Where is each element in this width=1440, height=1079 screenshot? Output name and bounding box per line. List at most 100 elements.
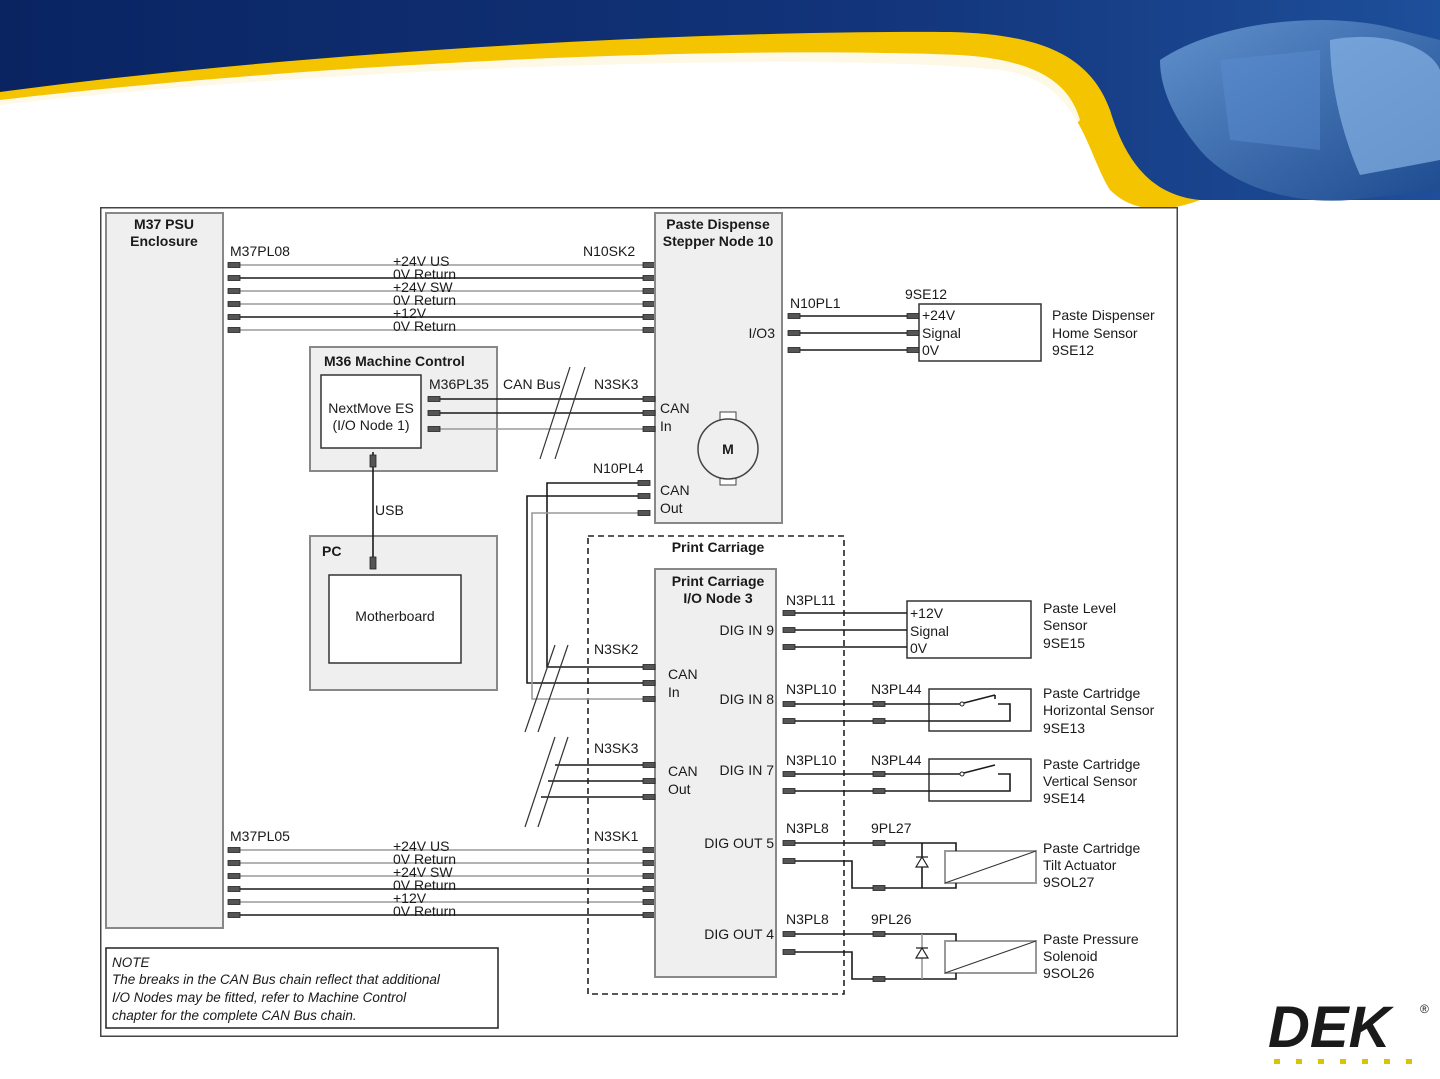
motherboard-label: Motherboard (355, 608, 434, 624)
connector-pin (642, 301, 656, 307)
node10-can-in-label-2: In (660, 418, 672, 434)
node3-title: Print Carriage (672, 573, 765, 589)
connector-pin (906, 347, 920, 353)
connector-pin (872, 885, 886, 891)
connector-pin (872, 701, 886, 707)
header-banner (0, 0, 1440, 209)
connector-pin (782, 949, 796, 955)
diagram-label: Sensor (1043, 617, 1088, 633)
connector-pin (642, 314, 656, 320)
wire (885, 973, 957, 980)
n3pl44-label-b: N3PL44 (871, 752, 922, 768)
rail-label: 0V Return (393, 851, 456, 867)
diagram-label: Tilt Actuator (1043, 857, 1117, 873)
connector-pin (642, 847, 656, 853)
node10-can-in-label: CAN (660, 400, 690, 416)
print-carriage: Print Carriage Print Carriage I/O Node 3… (587, 535, 845, 995)
connector-pin (227, 314, 241, 320)
n3sk3-label: N3SK3 (594, 740, 639, 756)
wire (930, 703, 1011, 722)
n10pl1-label: N10PL1 (790, 295, 841, 311)
n3pl10-label-a: N3PL10 (786, 681, 837, 697)
connector-pin (782, 718, 796, 724)
connector-pin (227, 886, 241, 892)
node10-can-out-label-2: Out (660, 500, 683, 516)
connector-pin (642, 912, 656, 918)
connector-pin (872, 771, 886, 777)
usb-label: USB (375, 502, 404, 518)
n10pl4-label: N10PL4 (593, 460, 644, 476)
node3-can-out-label: CAN (668, 763, 698, 779)
io3-label: I/O3 (749, 325, 776, 341)
registered-mark: ® (1420, 1002, 1429, 1016)
connector-pin (642, 873, 656, 879)
dig-in-8-label: DIG IN 8 (720, 691, 775, 707)
wire (537, 736, 569, 828)
diagram-label: 0V (910, 640, 928, 656)
rail-label: 0V Return (393, 877, 456, 893)
psu-title: M37 PSU (134, 216, 194, 232)
connector-pin (642, 899, 656, 905)
n3sk1-label: N3SK1 (594, 828, 639, 844)
wire (531, 512, 650, 700)
connector-pin (642, 762, 656, 768)
dig-in-9-label: DIG IN 9 (720, 622, 775, 638)
connector-pin (227, 860, 241, 866)
dig-in-7-label: DIG IN 7 (720, 762, 775, 778)
connector-pin (427, 410, 441, 416)
rail-label: +12V (393, 305, 427, 321)
connector-pin (642, 696, 656, 702)
wires (427, 313, 1011, 982)
connector-pin (642, 396, 656, 402)
diagram-label: Paste Dispenser (1052, 307, 1155, 323)
diagram-label: Vertical Sensor (1043, 773, 1137, 789)
n3pl44-label-a: N3PL44 (871, 681, 922, 697)
note-line: I/O Nodes may be fitted, refer to Machin… (112, 990, 407, 1005)
connector-pin (642, 860, 656, 866)
home-sensor-9se12: 9SE12 +24V Signal 0V Paste Dispenser Hom… (905, 286, 1155, 362)
diagram-label: Home Sensor (1052, 325, 1138, 341)
rail-label: 0V Return (393, 903, 456, 919)
machine-image (1160, 20, 1440, 201)
diagram-label: Paste Cartridge (1043, 685, 1140, 701)
print-carriage-title: Print Carriage (672, 539, 765, 555)
paste-dispense-node-10: Paste Dispense Stepper Node 10 I/O3 CAN … (654, 212, 783, 524)
connector-pin (872, 840, 886, 846)
rail-label: +12V (393, 890, 427, 906)
psu-enclosure: M37 PSU Enclosure (105, 212, 224, 929)
connector-pin (227, 912, 241, 918)
wire (537, 644, 569, 733)
node10-can-out-label: CAN (660, 482, 690, 498)
diagram-label: 0V (922, 342, 940, 358)
motor-label: M (722, 441, 734, 457)
logo-dots (1274, 1059, 1412, 1064)
connector-pin (782, 858, 796, 864)
connector-pin (642, 327, 656, 333)
connector-pin (642, 288, 656, 294)
diagram-label: 9SE15 (1043, 635, 1085, 651)
n3sk3-top-label: N3SK3 (594, 376, 639, 392)
connector-pin (642, 262, 656, 268)
connector-pin (427, 396, 441, 402)
connector-pin (637, 510, 651, 516)
connector-pin (227, 275, 241, 281)
n3pl8-label-b: N3PL8 (786, 911, 829, 927)
connector-pin (227, 327, 241, 333)
tilt-actuator-9sol27: Paste Cartridge Tilt Actuator 9SOL27 (944, 840, 1140, 890)
connector-pin (642, 778, 656, 784)
connector-pin (637, 493, 651, 499)
rail-label: +24V US (393, 838, 449, 854)
connector-pin (227, 873, 241, 879)
connector-pin (782, 931, 796, 937)
connector-pin (782, 840, 796, 846)
wire (930, 773, 1011, 792)
m36pl35-label: M36PL35 (429, 376, 489, 392)
diagram-label: Paste Level (1043, 600, 1116, 616)
psu-subtitle: Enclosure (130, 233, 198, 249)
nextmove-label: NextMove ES (328, 400, 414, 416)
connector-pin (642, 680, 656, 686)
diagram-label: 9SE12 (1052, 342, 1094, 358)
note-title: NOTE (112, 955, 150, 970)
io-node-1-label: (I/O Node 1) (332, 417, 409, 433)
